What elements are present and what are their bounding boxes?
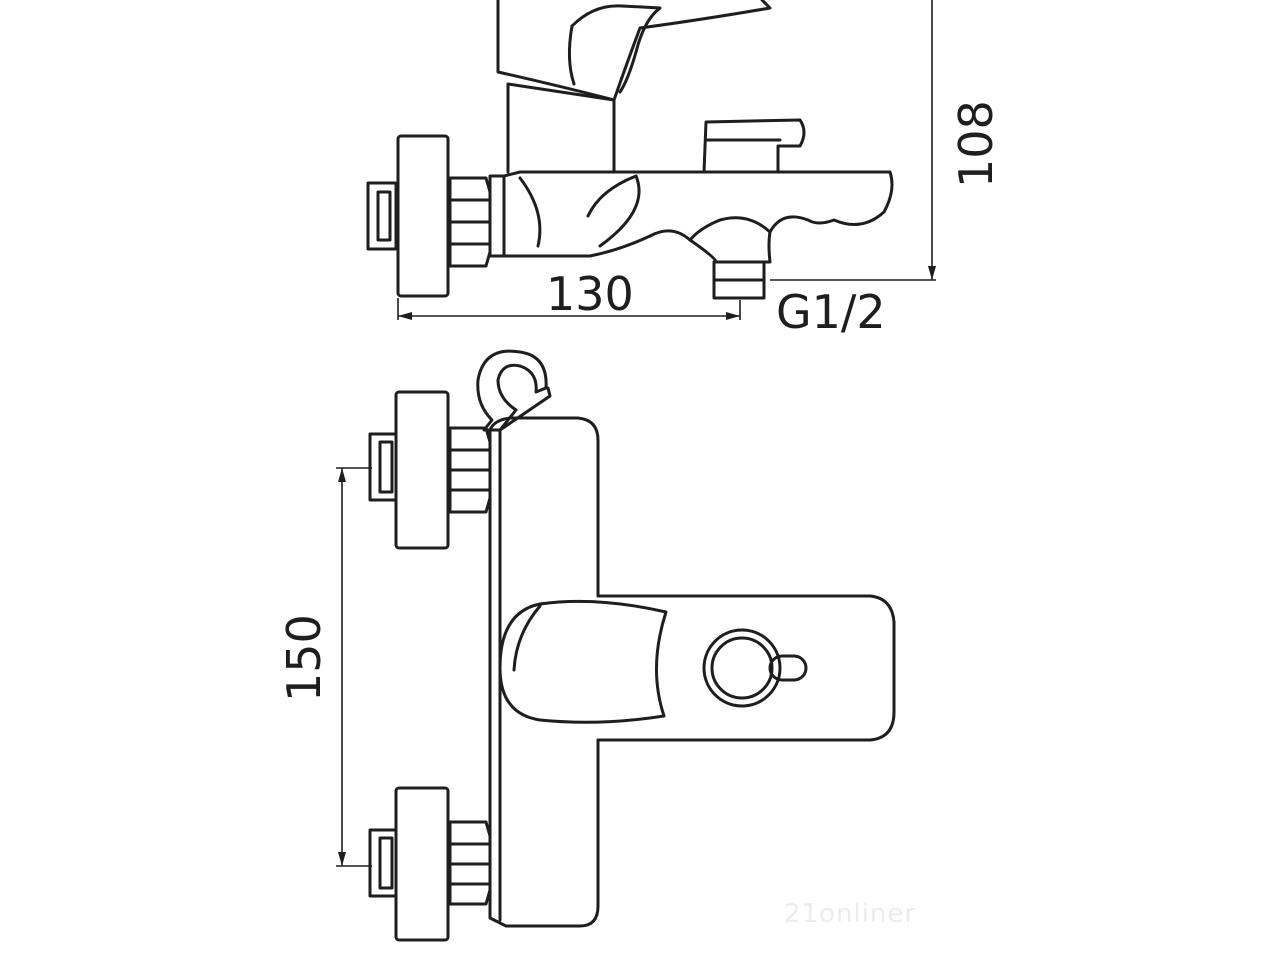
watermark: 21onliner [784,899,916,929]
front-view: 150 [277,349,896,942]
dimension-108: 108 [770,0,1003,281]
side-diverter-knob [702,118,806,174]
side-spout-outlet [688,230,772,264]
front-lever-handle [498,599,668,724]
front-body [488,416,896,928]
thread-size-label: G1/2 [776,285,886,339]
side-body-ring [488,174,506,258]
side-flange [396,134,450,298]
front-diverter-tab [768,654,808,682]
front-diverter-knob [702,628,782,708]
side-body [502,170,894,258]
dimension-150-label: 150 [277,614,331,702]
side-connector-stub [366,181,398,251]
front-lower-flange [394,786,450,942]
dimension-108-label: 108 [949,100,1003,188]
side-connector-stub-inner [376,190,392,242]
side-lever-handle [496,0,772,102]
dimension-150: 150 [277,467,372,867]
side-view: 130 G1/2 108 [366,0,1003,339]
dimension-130: 130 [397,267,741,321]
front-upper-flange [394,390,450,550]
dimension-130-label: 130 [546,267,634,321]
front-lower-stub [368,828,398,898]
front-shower-hook [476,349,548,432]
side-column [506,82,616,174]
front-upper-stub [368,432,398,502]
